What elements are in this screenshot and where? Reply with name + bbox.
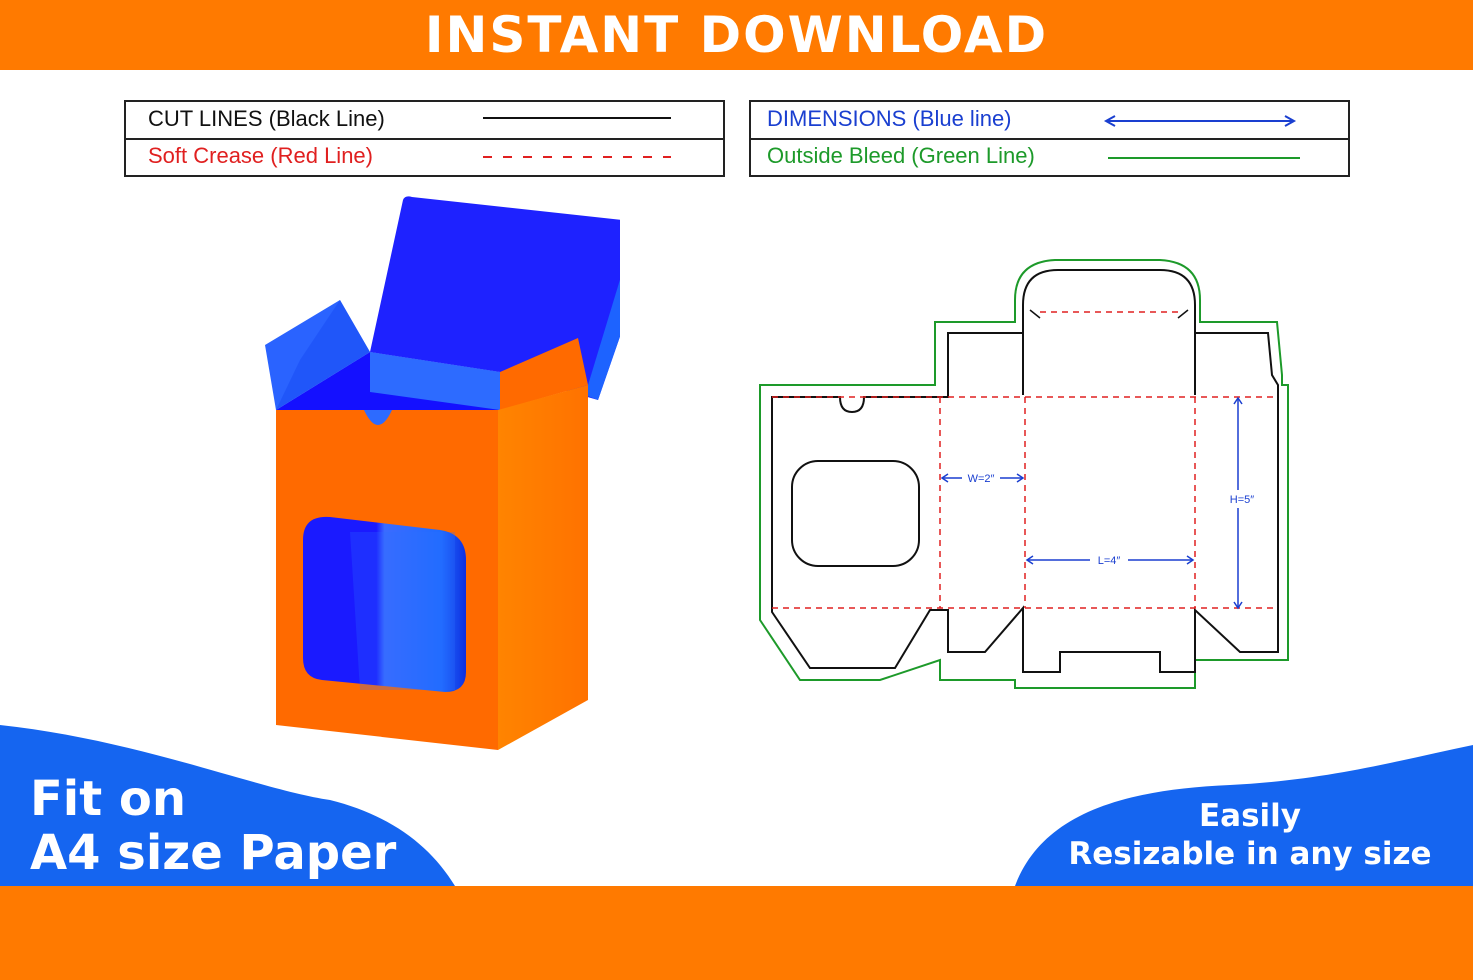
cut-line-sample xyxy=(483,117,671,119)
legend-row-cut: CUT LINES (Black Line) xyxy=(126,102,723,140)
fit-line-1: Fit on xyxy=(30,771,187,827)
bottom-banner xyxy=(0,886,1473,980)
dimension-lines xyxy=(940,396,1243,610)
box-side-face xyxy=(498,385,588,750)
dimension-arrow-sample xyxy=(1103,115,1297,127)
width-dimension-label: W=2″ xyxy=(968,473,995,485)
cut-line-outline xyxy=(771,269,1279,673)
legend-box-right: DIMENSIONS (Blue line) Outside Bleed (Gr… xyxy=(749,100,1350,177)
crease-lines xyxy=(772,311,1278,609)
dieline-window-cutout xyxy=(791,460,920,567)
banner-title: INSTANT DOWNLOAD xyxy=(424,6,1049,64)
legend-row-crease: Soft Crease (Red Line) xyxy=(126,139,723,175)
legend-cut-label: CUT LINES (Black Line) xyxy=(148,106,385,131)
legend-row-dimensions: DIMENSIONS (Blue line) xyxy=(751,102,1348,140)
legend-row-bleed: Outside Bleed (Green Line) xyxy=(751,139,1348,175)
box-window xyxy=(303,516,466,692)
height-dimension-label: H=5″ xyxy=(1230,494,1254,506)
legend-bleed-label: Outside Bleed (Green Line) xyxy=(767,143,1035,168)
length-dimension-label: L=4″ xyxy=(1098,555,1121,567)
top-banner: INSTANT DOWNLOAD xyxy=(0,0,1473,70)
fit-a4-badge: Fit on A4 size Paper xyxy=(30,772,396,880)
outside-bleed-outline xyxy=(759,259,1289,689)
legend-dimensions-label: DIMENSIONS (Blue line) xyxy=(767,106,1012,131)
legend-crease-label: Soft Crease (Red Line) xyxy=(148,143,373,168)
legend-box-left: CUT LINES (Black Line) Soft Crease (Red … xyxy=(124,100,725,177)
fit-line-2: A4 size Paper xyxy=(30,825,397,881)
resize-line-2: Resizable in any size xyxy=(1068,836,1432,872)
box-right-flap xyxy=(500,338,588,410)
box-mockup-illustration xyxy=(265,196,620,750)
resize-line-1: Easily xyxy=(1198,798,1301,834)
box-dieline-diagram: W=2″ L=4″ H=5″ xyxy=(759,259,1289,689)
crease-line-sample xyxy=(483,156,671,158)
bleed-line-sample xyxy=(1108,157,1300,159)
resizable-badge: Easily Resizable in any size xyxy=(1060,797,1440,873)
